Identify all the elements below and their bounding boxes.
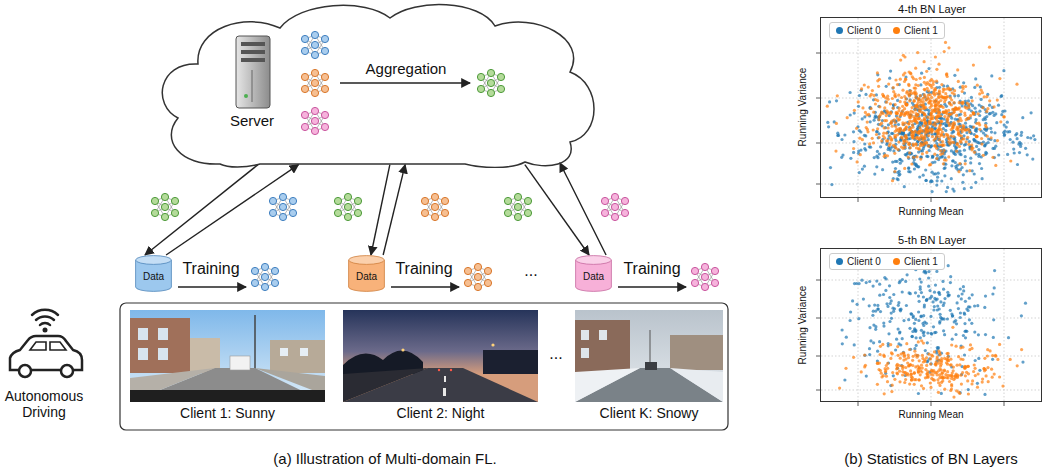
client-label: Client K: Snowy xyxy=(600,405,699,421)
data-label: Data xyxy=(356,271,377,283)
legend-item: Client 0 xyxy=(836,25,881,36)
axis-label: Running Variance xyxy=(797,286,809,365)
plot-grid xyxy=(821,18,1041,401)
cloud: Server xyxy=(150,0,600,168)
plot-title: 5-th BN Layer xyxy=(898,234,966,247)
legend-item: Client 1 xyxy=(893,25,938,36)
connector xyxy=(525,165,589,255)
model-icons xyxy=(301,31,504,134)
client-label: Client 1: Sunny xyxy=(180,405,275,421)
legend-text: Client 0 xyxy=(847,256,881,267)
car-icon xyxy=(10,310,82,377)
subfigure-caption: (b) Statistics of BN Layers xyxy=(844,450,1017,467)
scatter-points xyxy=(826,41,1037,193)
legend-text: Client 1 xyxy=(904,25,938,36)
legend: Client 0 Client 1 xyxy=(829,22,945,39)
legend: Client 0 Client 1 xyxy=(829,253,945,270)
car-label: Autonomous Driving xyxy=(0,388,89,420)
server-label: Server xyxy=(230,112,274,129)
ellipsis: ... xyxy=(549,345,562,363)
data-label: Data xyxy=(143,271,164,283)
data-cylinder: Data xyxy=(348,255,385,292)
connector xyxy=(383,165,405,255)
data-cylinder: Data xyxy=(575,255,612,292)
night-photo xyxy=(343,310,538,402)
legend-swatch xyxy=(893,27,900,34)
legend-item: Client 0 xyxy=(836,256,881,267)
arrow-label: Training xyxy=(395,260,452,278)
legend-text: Client 0 xyxy=(847,25,881,36)
arrow-label: Training xyxy=(623,260,680,278)
client-photo: Client 1: Sunny xyxy=(130,310,325,428)
cloud-shape xyxy=(150,0,600,168)
legend-item: Client 1 xyxy=(893,256,938,267)
sunny-photo xyxy=(130,310,325,402)
data-cylinder: Data xyxy=(135,255,172,292)
client-label: Client 2: Night xyxy=(397,405,485,421)
legend-text: Client 1 xyxy=(904,256,938,267)
scatter-points xyxy=(838,255,1027,399)
legend-swatch xyxy=(893,258,900,265)
connector xyxy=(166,165,298,255)
axis-label: Running Variance xyxy=(797,68,809,147)
photo-panel xyxy=(120,303,728,430)
client-photo: Client 2: Night xyxy=(343,310,538,428)
ellipsis: ... xyxy=(524,262,537,280)
snowy-photo xyxy=(575,310,723,402)
data-label: Data xyxy=(583,271,604,283)
client-photo: Client K: Snowy xyxy=(575,310,723,428)
arrow-label: Training xyxy=(182,260,239,278)
subfigure-caption: (a) Illustration of Multi-domain FL. xyxy=(273,450,496,467)
scatter-plot: 5-th BN LayerClient 0Client 1 xyxy=(820,248,1042,402)
plot-title: 4-th BN Layer xyxy=(898,3,966,16)
server-icon xyxy=(236,36,270,108)
legend-swatch xyxy=(836,27,843,34)
axis-label: Running Mean xyxy=(898,409,963,421)
connector xyxy=(145,165,258,255)
legend-swatch xyxy=(836,258,843,265)
arrow-label: Aggregation xyxy=(366,60,447,77)
axis-label: Running Mean xyxy=(898,206,963,218)
connector xyxy=(560,163,606,255)
scatter-plot: 4-th BN LayerClient 0Client 1 xyxy=(820,17,1042,198)
axis-ticks xyxy=(816,53,1004,406)
